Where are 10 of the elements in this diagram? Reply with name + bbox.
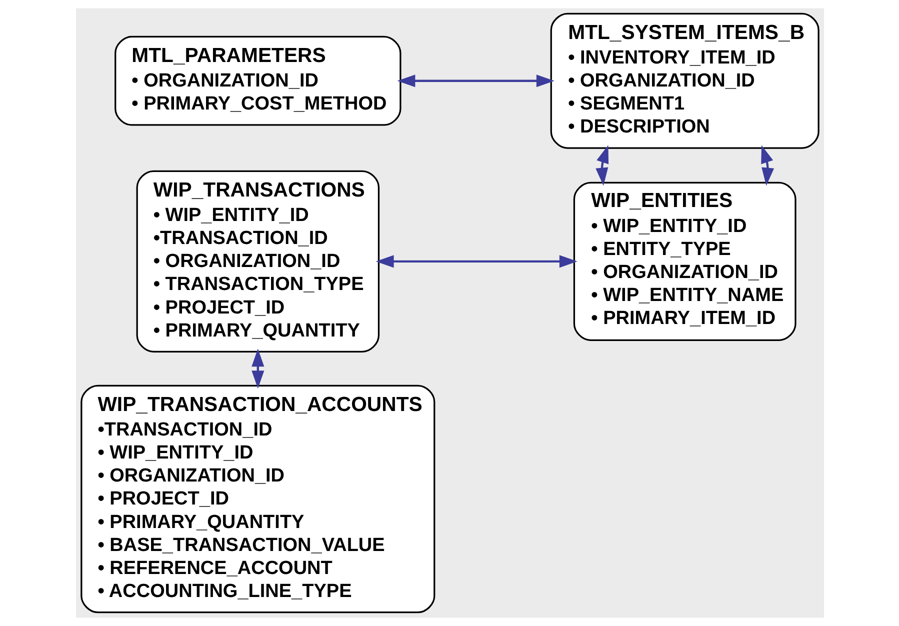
arrow xyxy=(760,145,774,186)
arrow xyxy=(375,255,577,268)
node-box: WIP_TRANSACTIONS • WIP_ENTITY_ID •TRANSACTION_ID • ORGANIZATION_ID • TRANSACTION_TYPE • PROJECT_ID • PRIMARY_QUANTITY xyxy=(136,170,380,352)
arrow xyxy=(595,145,608,186)
arrow xyxy=(251,348,264,389)
node-box: MTL_SYSTEM_ITEMS_B • INVENTORY_ITEM_ID • ORGANIZATION_ID • SEGMENT1 • DESCRIPTION xyxy=(550,12,819,149)
node-box: WIP_TRANSACTION_ACCOUNTS •TRANSACTION_ID • WIP_ENTITY_ID • ORGANIZATION_ID • PROJECT_ID • PRIMARY_QUANTITY • BASE_TRANSACTION_VALUE • REFERENCE_ACCOUNT • ACCOUNTING_LINE_TYPE xyxy=(80,384,435,614)
node-box: WIP_ENTITIES • WIP_ENTITY_ID • ENTITY_TYPE • ORGANIZATION_ID • WIP_ENTITY_NAME • PRIMARY_ITEM_ID xyxy=(572,182,796,341)
arrow xyxy=(396,74,554,88)
node-box: MTL_PARAMETERS • ORGANIZATION_ID • PRIMARY_COST_METHOD xyxy=(114,36,401,126)
